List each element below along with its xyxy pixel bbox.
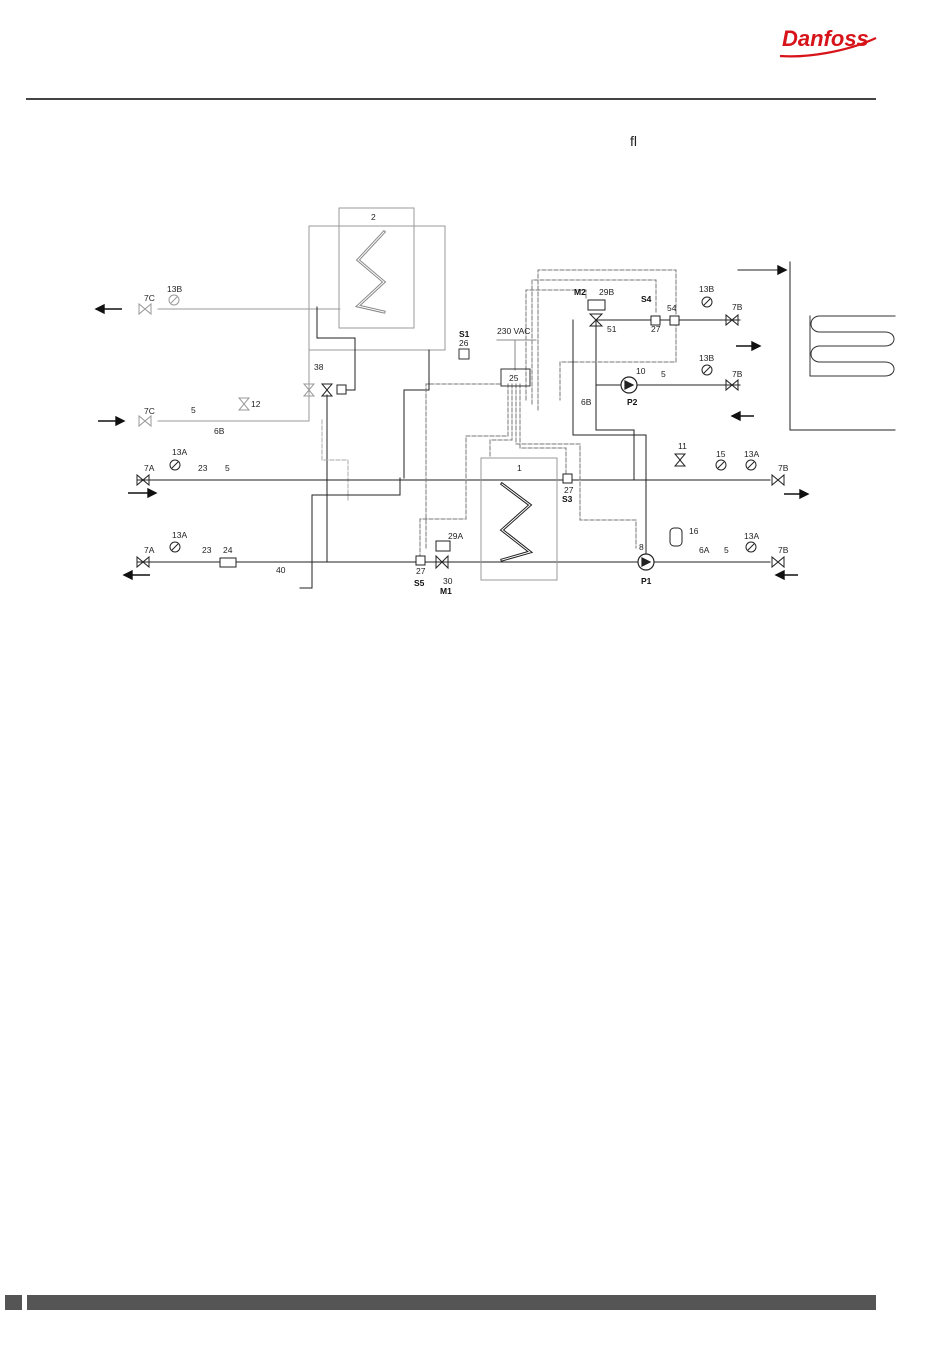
label-7b-right-top: 7B xyxy=(778,463,789,473)
label-7c-bot: 7C xyxy=(144,406,155,416)
label-27-top: 27 xyxy=(651,324,661,334)
label-boiler-2: 2 xyxy=(371,212,376,222)
label-6b-mid: 6B xyxy=(581,397,592,407)
label-10: 10 xyxy=(636,366,646,376)
label-29a: 29A xyxy=(448,531,463,541)
label-54: 54 xyxy=(667,303,677,313)
label-13a-right-top: 13A xyxy=(744,449,759,459)
label-m2: M2 xyxy=(574,287,586,297)
label-7b-top: 7B xyxy=(732,302,743,312)
label-13b-top: 13B xyxy=(699,284,714,294)
label-5-bot: 5 xyxy=(724,545,729,555)
label-11: 11 xyxy=(678,441,687,451)
label-7a-bot: 7A xyxy=(144,545,155,555)
label-6b-left: 6B xyxy=(214,426,225,436)
floor-heating-loops xyxy=(810,316,895,376)
label-13a-bot: 13A xyxy=(172,530,187,540)
label-s4: S4 xyxy=(641,294,652,304)
label-8: 8 xyxy=(639,542,644,552)
label-7c-top: 7C xyxy=(144,293,155,303)
label-16: 16 xyxy=(689,526,699,536)
label-7b-right-bot: 7B xyxy=(778,545,789,555)
label-24: 24 xyxy=(223,545,233,555)
label-5-left: 5 xyxy=(191,405,196,415)
label-7a-top: 7A xyxy=(144,463,155,473)
label-5-top: 5 xyxy=(225,463,230,473)
label-13b-mid: 13B xyxy=(699,353,714,363)
footer-bar xyxy=(27,1295,876,1310)
label-29b: 29B xyxy=(599,287,614,297)
label-13a-top: 13A xyxy=(172,447,187,457)
label-p2: P2 xyxy=(627,397,638,407)
label-6a: 6A xyxy=(699,545,710,555)
label-p1: P1 xyxy=(641,576,652,586)
label-s5: S5 xyxy=(414,578,425,588)
actuators xyxy=(220,300,682,567)
label-12: 12 xyxy=(251,399,261,409)
label-30: 30 xyxy=(443,576,453,586)
label-26: 26 xyxy=(459,338,469,348)
label-23-bot: 23 xyxy=(202,545,212,555)
label-40: 40 xyxy=(276,565,286,575)
footer-square xyxy=(5,1295,22,1310)
label-controller: 25 xyxy=(509,373,519,383)
label-s3: S3 xyxy=(562,494,573,504)
label-13a-right-bot: 13A xyxy=(744,531,759,541)
label-m1: M1 xyxy=(440,586,452,596)
label-power: 230 VAC xyxy=(497,326,530,336)
label-38: 38 xyxy=(314,362,324,372)
label-51: 51 xyxy=(607,324,617,334)
label-5-mid: 5 xyxy=(661,369,666,379)
label-7b-mid: 7B xyxy=(732,369,743,379)
label-15: 15 xyxy=(716,449,726,459)
label-tank-1: 1 xyxy=(517,463,522,473)
pumps xyxy=(621,377,654,570)
label-27-s5: 27 xyxy=(416,566,426,576)
sensor-s1 xyxy=(459,349,469,359)
label-23-top: 23 xyxy=(198,463,208,473)
boiler-2-coil xyxy=(358,232,384,312)
label-13b-left: 13B xyxy=(167,284,182,294)
